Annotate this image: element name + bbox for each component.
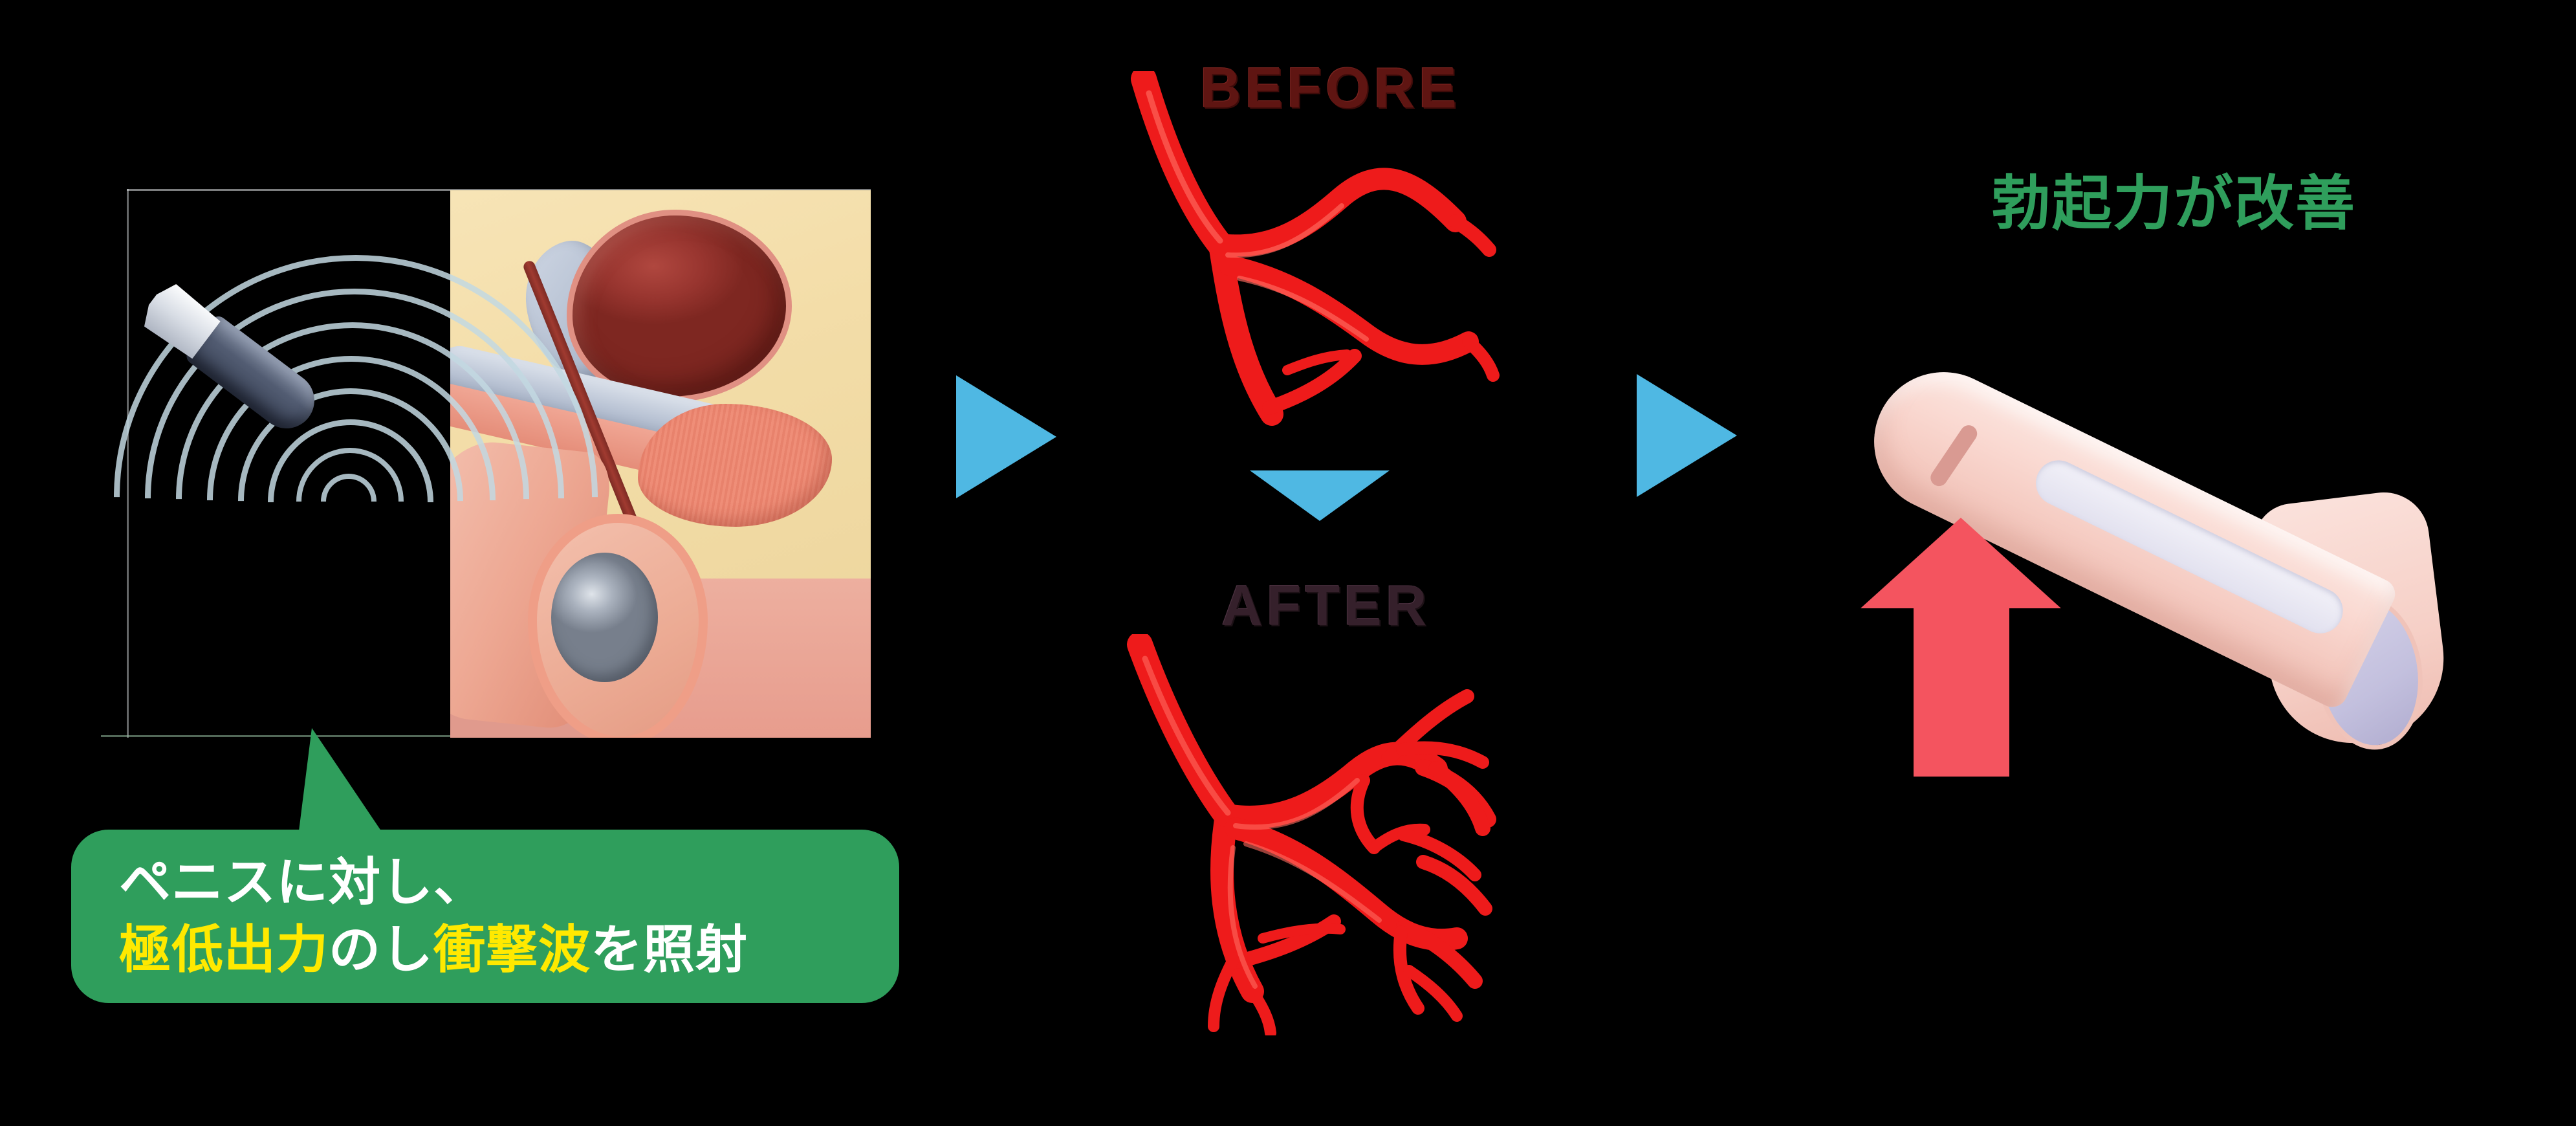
up-arrow-icon xyxy=(1861,518,2061,777)
penis-glans-groove xyxy=(1927,422,1981,490)
callout-highlight-power: 極低出力 xyxy=(119,921,329,978)
callout-text-block: ペニスに対し、 極低出力のし衝撃波を照射 xyxy=(71,830,899,1003)
arrow-head xyxy=(1861,518,2061,608)
callout-line-1: ペニスに対し、 xyxy=(119,854,486,911)
callout-pointer-tail xyxy=(298,728,388,841)
before-label: BEFORE xyxy=(1200,56,1461,120)
arrow-shaft xyxy=(1914,602,2009,777)
down-chevron-icon xyxy=(1250,470,1390,521)
callout-plain-irradiate: を照射 xyxy=(591,921,748,978)
image-frame-left-line xyxy=(127,189,129,738)
treatment-callout-bubble: ペニスに対し、 極低出力のし衝撃波を照射 xyxy=(71,830,899,1003)
sparse-blood-vessel-icon xyxy=(1131,71,1500,426)
testis-section xyxy=(551,553,658,682)
right-chevron-icon-left xyxy=(956,375,1056,498)
callout-highlight-shockwave: 衝撃波 xyxy=(433,921,591,978)
dense-blood-vessel-icon xyxy=(1127,634,1496,1035)
image-frame-top-line xyxy=(127,189,871,191)
right-chevron-icon-right xyxy=(1637,374,1737,497)
result-heading: 勃起力が改善 xyxy=(1991,171,2357,237)
male-pelvis-sagittal-cross-section xyxy=(450,190,871,738)
prostate-muscle-mass xyxy=(638,404,832,527)
after-label: AFTER xyxy=(1221,573,1431,637)
callout-plain-no-shi: のし xyxy=(329,921,433,978)
shockwave-treatment-image xyxy=(14,155,871,839)
penis-urethra-channel xyxy=(2028,452,2351,641)
shockwave-emission-area xyxy=(14,155,698,839)
callout-line-2: 極低出力のし衝撃波を照射 xyxy=(119,916,899,984)
